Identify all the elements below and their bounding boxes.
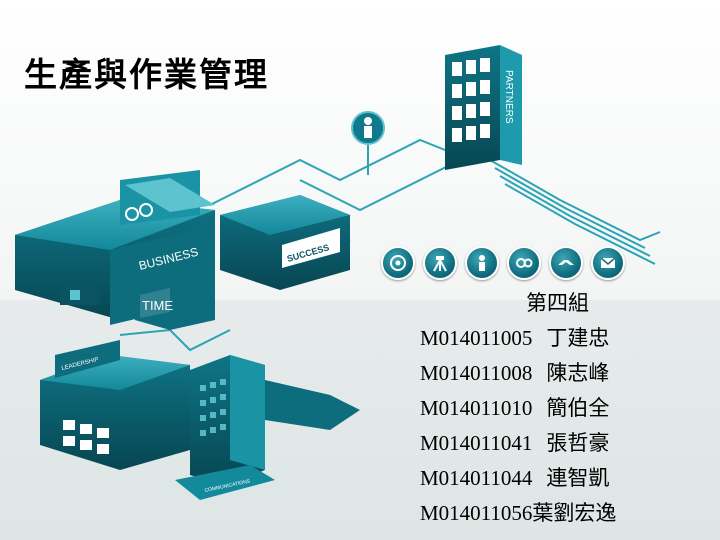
handshake-icon (549, 246, 583, 280)
student-id: M014011044 (420, 466, 533, 490)
group-member-list: 第四組 M014011005 丁建忠 M014011008 陳志峰 M0140110… (420, 287, 690, 531)
member-row: M014011010 簡伯全 (420, 391, 690, 426)
network-lines (119, 138, 661, 352)
student-name: 簡伯全 (546, 396, 610, 420)
student-name: 陳志峰 (546, 361, 610, 385)
lower-buildings: LEADERSHIP COMMUNICATIONS (40, 340, 360, 500)
student-name: 丁建忠 (546, 326, 610, 350)
student-name: 連智凱 (546, 466, 610, 490)
group-label: 第四組 (526, 291, 589, 315)
student-id: M014011008 (420, 361, 533, 385)
student-name: 葉劉宏逸 (532, 501, 617, 525)
student-name: 張哲豪 (546, 431, 610, 455)
success-building: SUCCESS (220, 195, 350, 290)
gears-icon (507, 246, 541, 280)
tripod-icon (423, 246, 457, 280)
member-row: M014011005 丁建忠 (420, 321, 690, 356)
mail-icon (591, 246, 625, 280)
member-row: M014011041 張哲豪 (420, 426, 690, 461)
student-id: M014011010 (420, 396, 533, 420)
student-id: M014011041 (420, 431, 533, 455)
person-icon (465, 246, 499, 280)
student-id: M014011005 (420, 326, 533, 350)
partners-label: PARTNERS (503, 70, 514, 124)
student-id: M014011056 (420, 501, 533, 525)
time-label: TIME (142, 298, 173, 313)
person-pin (351, 111, 385, 145)
member-row: M014011008 陳志峰 (420, 356, 690, 391)
member-row: M014011056葉劉宏逸 (420, 496, 690, 531)
member-row: M014011044 連智凱 (420, 461, 690, 496)
target-icon (381, 246, 415, 280)
partners-tower: PARTNERS (445, 45, 522, 170)
slide-title: 生產與作業管理 (24, 55, 269, 94)
time-building: TIME (135, 280, 215, 330)
